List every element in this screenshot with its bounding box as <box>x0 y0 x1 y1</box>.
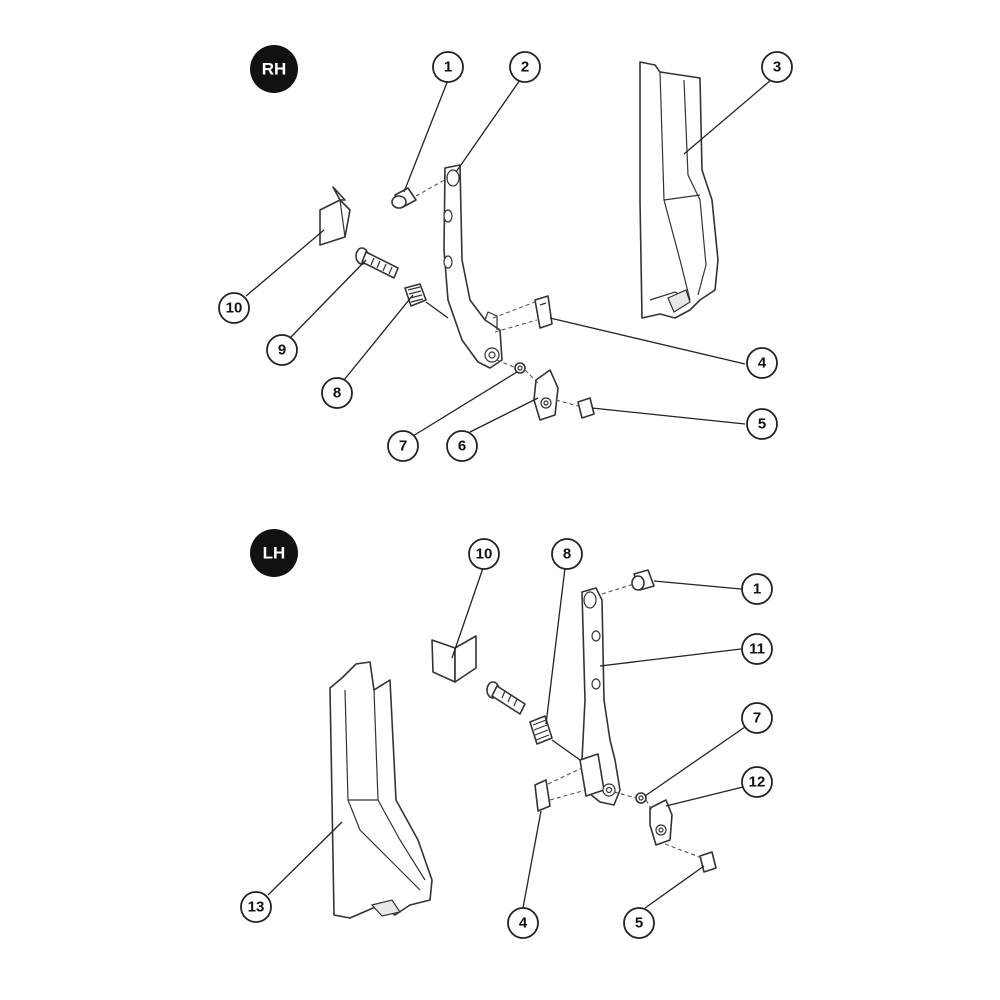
rh-bushing-part <box>391 187 417 209</box>
lh-clip-part <box>431 635 477 683</box>
lh-bolt-part <box>486 681 526 715</box>
rh-callout-9: 9 <box>266 334 298 366</box>
callout-number: 8 <box>563 546 571 563</box>
callout-number: 10 <box>476 546 493 563</box>
rh-callout-10: 10 <box>218 292 250 324</box>
callout-number: 4 <box>758 355 767 372</box>
callout-number: 5 <box>758 416 766 433</box>
rh-clip-nut-part <box>577 397 595 419</box>
lh-callout-13: 13 <box>240 891 272 923</box>
rh-spring-part <box>404 283 427 307</box>
lh-clip-nut-part <box>699 851 717 873</box>
lh-washer-part <box>635 792 647 804</box>
rh-callout-7: 7 <box>387 430 419 462</box>
rh-callout-8: 8 <box>321 377 353 409</box>
lh-bracket-part <box>579 587 621 806</box>
lh-small-clip-part <box>534 779 551 812</box>
callout-number: 11 <box>749 641 765 658</box>
rh-cover-part <box>639 61 719 319</box>
lh-plate-part <box>649 799 673 846</box>
callout-number: 1 <box>444 59 452 76</box>
rh-badge-label: RH <box>262 60 287 79</box>
callout-number: 2 <box>521 59 529 76</box>
callout-number: 10 <box>226 300 243 317</box>
rh-bolt-part <box>355 247 399 279</box>
rh-plate-part <box>533 369 559 421</box>
lh-badge-label: LH <box>263 544 286 563</box>
lh-callout-5: 5 <box>623 907 655 939</box>
lh-callout-1: 1 <box>741 573 773 605</box>
rh-callout-2: 2 <box>509 51 541 83</box>
rh-assembly: RH <box>218 45 793 462</box>
lh-spring-part <box>529 715 553 745</box>
callout-number: 3 <box>773 59 781 76</box>
rh-badge: RH <box>250 45 298 93</box>
lh-callout-10: 10 <box>468 538 500 570</box>
lh-assembly: LH <box>240 529 773 939</box>
rh-callout-6: 6 <box>446 430 478 462</box>
lh-callout-12: 12 <box>741 766 773 798</box>
callout-number: 5 <box>635 915 643 932</box>
rh-washer-part <box>514 362 526 374</box>
rh-callout-5: 5 <box>746 408 778 440</box>
lh-badge: LH <box>250 529 298 577</box>
callout-number: 7 <box>399 438 407 455</box>
rh-small-clip-part <box>534 295 553 329</box>
callout-number: 8 <box>333 385 341 402</box>
callout-number: 13 <box>248 899 265 916</box>
lh-callout-8: 8 <box>551 538 583 570</box>
lh-callout-7: 7 <box>741 702 773 734</box>
rh-callout-4: 4 <box>746 347 778 379</box>
rh-clip-part <box>319 186 351 246</box>
callout-number: 7 <box>753 710 761 727</box>
lh-callout-11: 11 <box>741 633 773 665</box>
lh-bushing-part <box>631 569 655 591</box>
rh-callout-1: 1 <box>432 51 464 83</box>
lh-cover-part <box>329 661 433 919</box>
callout-number: 9 <box>278 342 286 359</box>
callout-number: 12 <box>749 774 766 791</box>
lh-callout-4: 4 <box>507 907 539 939</box>
callout-number: 6 <box>458 438 466 455</box>
rh-bracket-part <box>443 164 503 369</box>
callout-number: 1 <box>753 581 761 598</box>
callout-number: 4 <box>519 915 528 932</box>
rh-callout-3: 3 <box>761 51 793 83</box>
